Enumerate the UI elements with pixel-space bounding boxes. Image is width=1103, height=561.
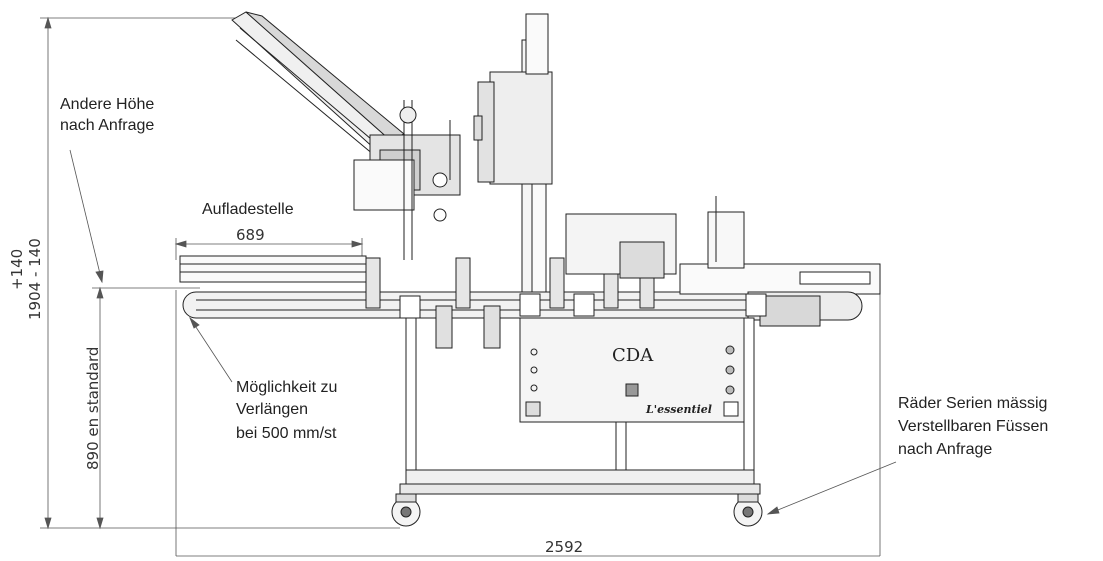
wheels-note-line2: Verstellbaren Füssen [898,418,1049,435]
extension-note-line3: bei 500 mm/st [236,425,337,442]
feed-chute [231,11,461,260]
conveyor [179,255,881,349]
wheels-note-line1: Räder Serien mässig [898,395,1048,412]
brand-logo: CDA [612,345,654,366]
conveyor-length-dimension: 689 [236,226,265,244]
height-range-dimension: 1904 - 140 [26,238,44,320]
side-station [565,196,745,279]
machine-frame [391,317,763,527]
total-length-dimension: 2592 [545,538,584,556]
model-name: L'essentiel [646,403,712,416]
loading-point-label: Aufladestelle [202,201,294,218]
extension-note-line2: Verlängen [236,401,309,418]
other-height-note-line2: nach Anfrage [60,117,155,134]
height-plus-dimension: +140 [8,248,26,290]
label-head [473,13,553,341]
extension-note-line1: Möglichkeit zu [236,379,338,396]
wheels-note-line3: nach Anfrage [898,441,993,458]
standard-height-dimension: 890 en standard [84,346,102,470]
dimension-lines [40,16,897,557]
other-height-note-line1: Andere Höhe [60,96,155,113]
